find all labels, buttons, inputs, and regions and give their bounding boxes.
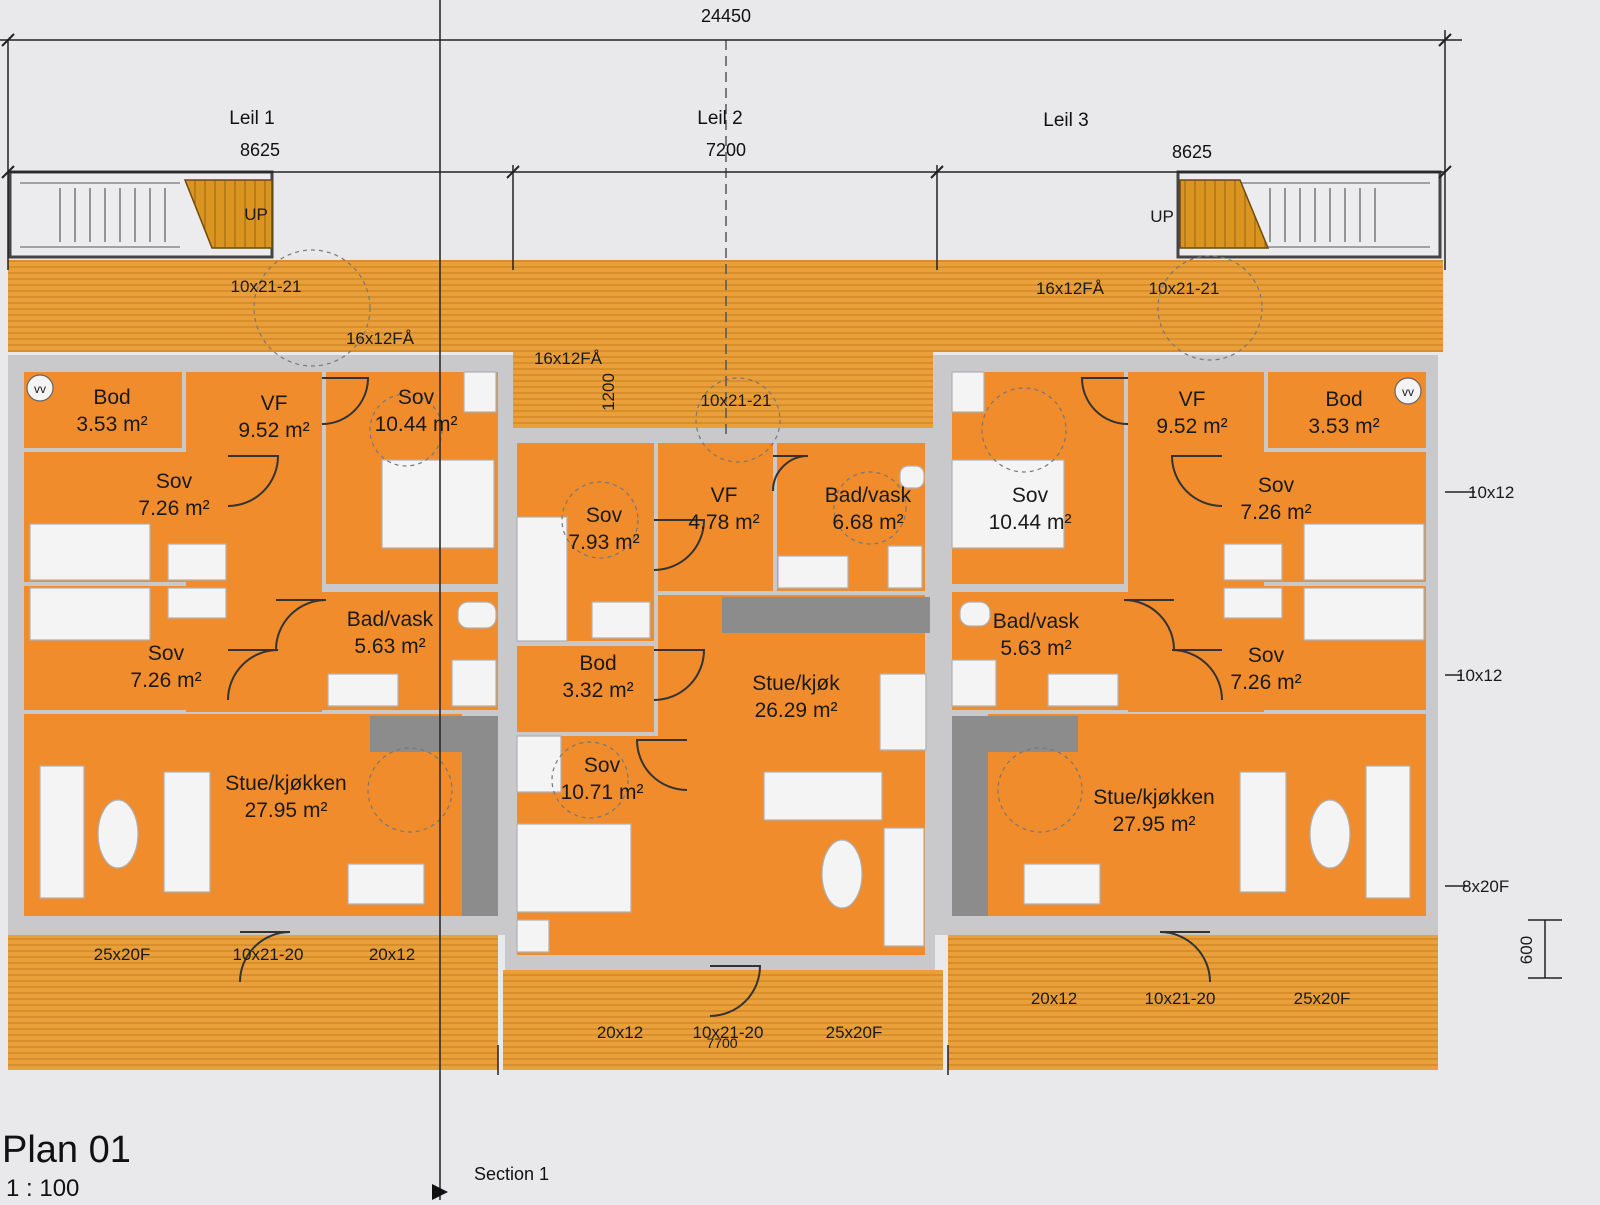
- unit-width-leil-2: 7200: [706, 140, 746, 160]
- balcony-balusters: [59, 188, 1376, 242]
- room-area: 6.68 m²: [832, 511, 903, 534]
- vv-label-left: vv: [34, 382, 46, 396]
- room-name: Sov: [398, 386, 435, 409]
- service-cores: [370, 597, 1078, 916]
- tag-l2-window-a: 20x12: [597, 1023, 643, 1042]
- room-area: 7.26 m²: [130, 669, 201, 692]
- room-name: Sov: [1012, 484, 1049, 507]
- tag-terrace-depth: 600: [1517, 936, 1536, 964]
- dimension-ticks: [1, 33, 1452, 179]
- tag-l3-window-a: 20x12: [1031, 989, 1077, 1008]
- balcony-railings: [20, 182, 1430, 248]
- tag-window-entry-l1: 16x12FÅ: [346, 329, 415, 348]
- door-swing-dashed: [253, 249, 1263, 833]
- room-area: 10.44 m²: [375, 413, 458, 436]
- tag-l1-window-b: 20x12: [369, 945, 415, 964]
- plan-scale: 1 : 100: [6, 1175, 79, 1200]
- room-name: Stue/kjøkken: [1093, 786, 1214, 809]
- room-name: VF: [261, 392, 288, 415]
- tag-l2-width: 7700: [706, 1035, 737, 1051]
- tag-l3-door: 10x21-20: [1145, 989, 1216, 1008]
- tag-window-entry-l2: 16x12FÅ: [534, 349, 603, 368]
- room-area: 4.78 m²: [688, 511, 759, 534]
- stair-up-left: UP: [244, 205, 268, 224]
- vv-marker-left: [26, 374, 54, 402]
- room-area: 9.52 m²: [1156, 415, 1227, 438]
- room-area: 7.26 m²: [138, 497, 209, 520]
- room-name: Sov: [148, 642, 185, 665]
- terrace-mid: [503, 970, 943, 1070]
- room-area: 27.95 m²: [245, 799, 328, 822]
- opening-tags: UP UP 10x21-21 16x12FÅ 16x12FÅ 10x21-21 …: [94, 205, 1536, 1051]
- door-swings: [227, 377, 1223, 1017]
- tag-depth-l2: 1200: [599, 373, 618, 411]
- room-name: Bod: [93, 386, 130, 409]
- room-area: 3.32 m²: [562, 679, 633, 702]
- tag-door-entry-l3: 10x21-21: [1149, 279, 1220, 298]
- reference-lines: [0, 0, 1562, 1200]
- room-name: Sov: [156, 470, 193, 493]
- room-area: 27.95 m²: [1113, 813, 1196, 836]
- furniture: [29, 371, 1425, 953]
- unit-name-leil-2: Leil 2: [697, 108, 742, 129]
- room-name: VF: [711, 484, 738, 507]
- terrace-right: [948, 935, 1438, 1070]
- tag-side-window-2: 10x12: [1456, 666, 1502, 685]
- unit-width-leil-1: 8625: [240, 140, 280, 160]
- tag-l2-window-b: 25x20F: [826, 1023, 883, 1042]
- room-name: Stue/kjøkken: [225, 772, 346, 795]
- room-name: Bod: [579, 652, 616, 675]
- room-area: 9.52 m²: [238, 419, 309, 442]
- room-labels: Bod 3.53 m² VF 9.52 m² Sov 10.44 m² Sov …: [76, 386, 1379, 836]
- room-area: 7.26 m²: [1230, 671, 1301, 694]
- room-area: 7.93 m²: [568, 531, 639, 554]
- room-name: VF: [1179, 388, 1206, 411]
- room-name: Bad/vask: [993, 610, 1080, 633]
- tag-l1-window-a: 25x20F: [94, 945, 151, 964]
- stair-left: [183, 179, 273, 249]
- room-area: 5.63 m²: [1000, 637, 1071, 660]
- stair-up-right: UP: [1150, 207, 1174, 226]
- tag-side-window-3: 8x20F: [1462, 877, 1509, 896]
- room-name: Bod: [1325, 388, 1362, 411]
- section-label: Section 1: [474, 1164, 549, 1184]
- section-arrow: [432, 1184, 448, 1200]
- tag-l1-door: 10x21-20: [233, 945, 304, 964]
- room-area: 26.29 m²: [755, 699, 838, 722]
- unit-name-leil-1: Leil 1: [229, 108, 274, 129]
- room-name: Sov: [586, 504, 623, 527]
- tag-l2-door: 10x21-20: [693, 1023, 764, 1042]
- plan-title: Plan 01: [2, 1129, 131, 1171]
- terrace-left: [8, 935, 498, 1070]
- overall-dimension: 24450: [701, 6, 751, 26]
- room-area: 3.53 m²: [1308, 415, 1379, 438]
- vv-label-right: vv: [1402, 385, 1414, 399]
- room-name: Sov: [1248, 644, 1285, 667]
- tag-door-entry-l1: 10x21-21: [231, 277, 302, 296]
- room-name: Bad/vask: [347, 608, 434, 631]
- tag-side-window-1: 10x12: [1468, 483, 1514, 502]
- room-area: 10.44 m²: [989, 511, 1072, 534]
- tag-l3-window-b: 25x20F: [1294, 989, 1351, 1008]
- tag-window-entry-l3: 16x12FÅ: [1036, 279, 1105, 298]
- deck-gallery-mid: [513, 350, 933, 428]
- room-name: Stue/kjøk: [752, 672, 840, 695]
- room-name: Sov: [1258, 474, 1295, 497]
- room-name: Sov: [584, 754, 621, 777]
- room-area: 10.71 m²: [561, 781, 644, 804]
- room-name: Bad/vask: [825, 484, 912, 507]
- room-area: 7.26 m²: [1240, 501, 1311, 524]
- room-area: 3.53 m²: [76, 413, 147, 436]
- vv-marker-right: [1394, 377, 1422, 405]
- stair-right: [1179, 179, 1270, 249]
- room-area: 5.63 m²: [354, 635, 425, 658]
- tag-door-entry-l2: 10x21-21: [701, 391, 772, 410]
- unit-leil-1-rooms: [24, 372, 498, 916]
- unit-width-leil-3: 8625: [1172, 142, 1212, 162]
- unit-name-leil-3: Leil 3: [1043, 110, 1088, 131]
